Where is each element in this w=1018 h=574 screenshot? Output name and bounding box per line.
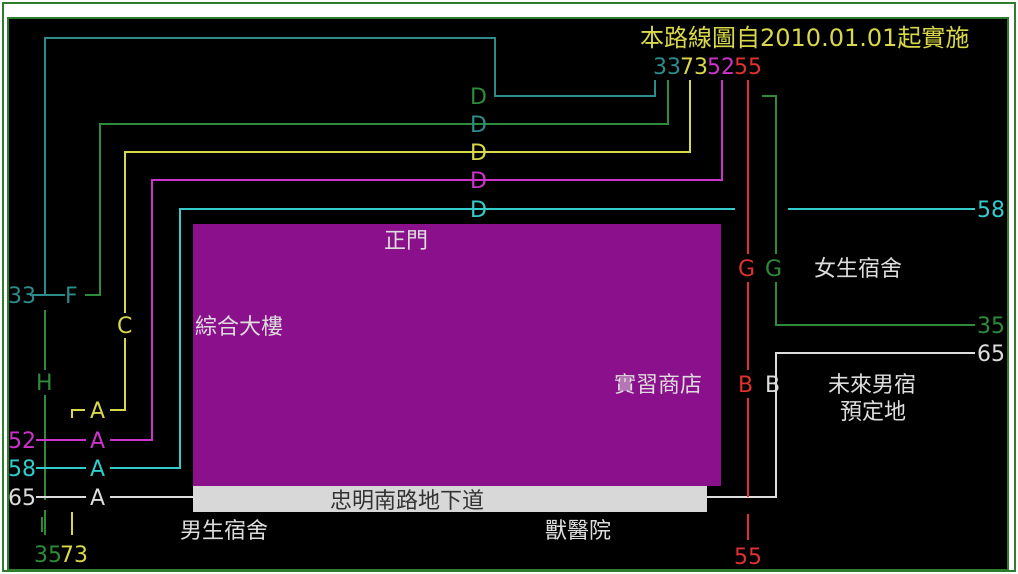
route-line-52 [110, 80, 723, 441]
top-route-55: 55 [734, 55, 762, 80]
stop-f: F [65, 284, 78, 309]
place-future-boys-dorm-2: 預定地 [840, 400, 906, 425]
place-girls-dorm: 女生宿舍 [814, 257, 902, 282]
stop-d-52: D [470, 169, 487, 194]
stop-b-65: B [765, 373, 780, 398]
campus-block [193, 224, 721, 486]
stop-d-33: D [470, 85, 487, 110]
top-route-33: 33 [653, 55, 681, 80]
stop-d-35: D [470, 113, 487, 138]
place-vet-hospital: 獸醫院 [545, 519, 611, 544]
right-route-65: 65 [977, 342, 1005, 367]
route-line-35 [85, 80, 669, 296]
left-route-52: 52 [8, 429, 36, 454]
route-line-65-right [707, 352, 975, 498]
place-boys-dorm: 男生宿舍 [180, 519, 268, 544]
stop-a-58: A [90, 457, 105, 482]
stop-i: I [39, 513, 45, 537]
place-underpass: 忠明南路地下道 [330, 489, 484, 514]
bottom-route-35: 35 [34, 543, 62, 568]
stop-a-65: A [90, 486, 105, 511]
bottom-route-73: 73 [60, 543, 88, 568]
right-route-35: 35 [977, 314, 1005, 339]
top-route-73: 73 [680, 55, 708, 80]
stop-a-73: A [90, 399, 105, 424]
route-line-73 [124, 80, 691, 313]
place-general-building: 綜合大樓 [195, 315, 283, 340]
left-route-65: 65 [8, 486, 36, 511]
stop-d-58: D [470, 198, 487, 223]
right-route-58: 58 [977, 198, 1005, 223]
underpass-bar [193, 486, 707, 512]
place-future-boys-dorm-1: 未來男宿 [828, 373, 916, 398]
left-route-58: 58 [8, 457, 36, 482]
route-line-73-down [110, 338, 126, 411]
route-line-73-a [71, 409, 85, 418]
bottom-route-55: 55 [734, 545, 762, 570]
stop-h: H [36, 371, 53, 396]
stop-d-73: D [470, 141, 487, 166]
stop-b-55: B [738, 373, 753, 398]
place-practice-store: 實習商店 [614, 373, 702, 398]
stop-a-52: A [90, 429, 105, 454]
top-route-52: 52 [707, 55, 735, 80]
route-line-35-right2 [775, 282, 975, 326]
stop-g-35: G [765, 257, 782, 282]
route-line-58 [110, 208, 735, 469]
stop-g-55: G [738, 257, 755, 282]
place-main-gate: 正門 [384, 229, 428, 254]
stop-c: C [117, 314, 132, 339]
header-note: 本路線圖自2010.01.01起實施 [640, 24, 969, 52]
left-route-33: 33 [8, 284, 36, 309]
route-line-35-right [762, 95, 777, 254]
